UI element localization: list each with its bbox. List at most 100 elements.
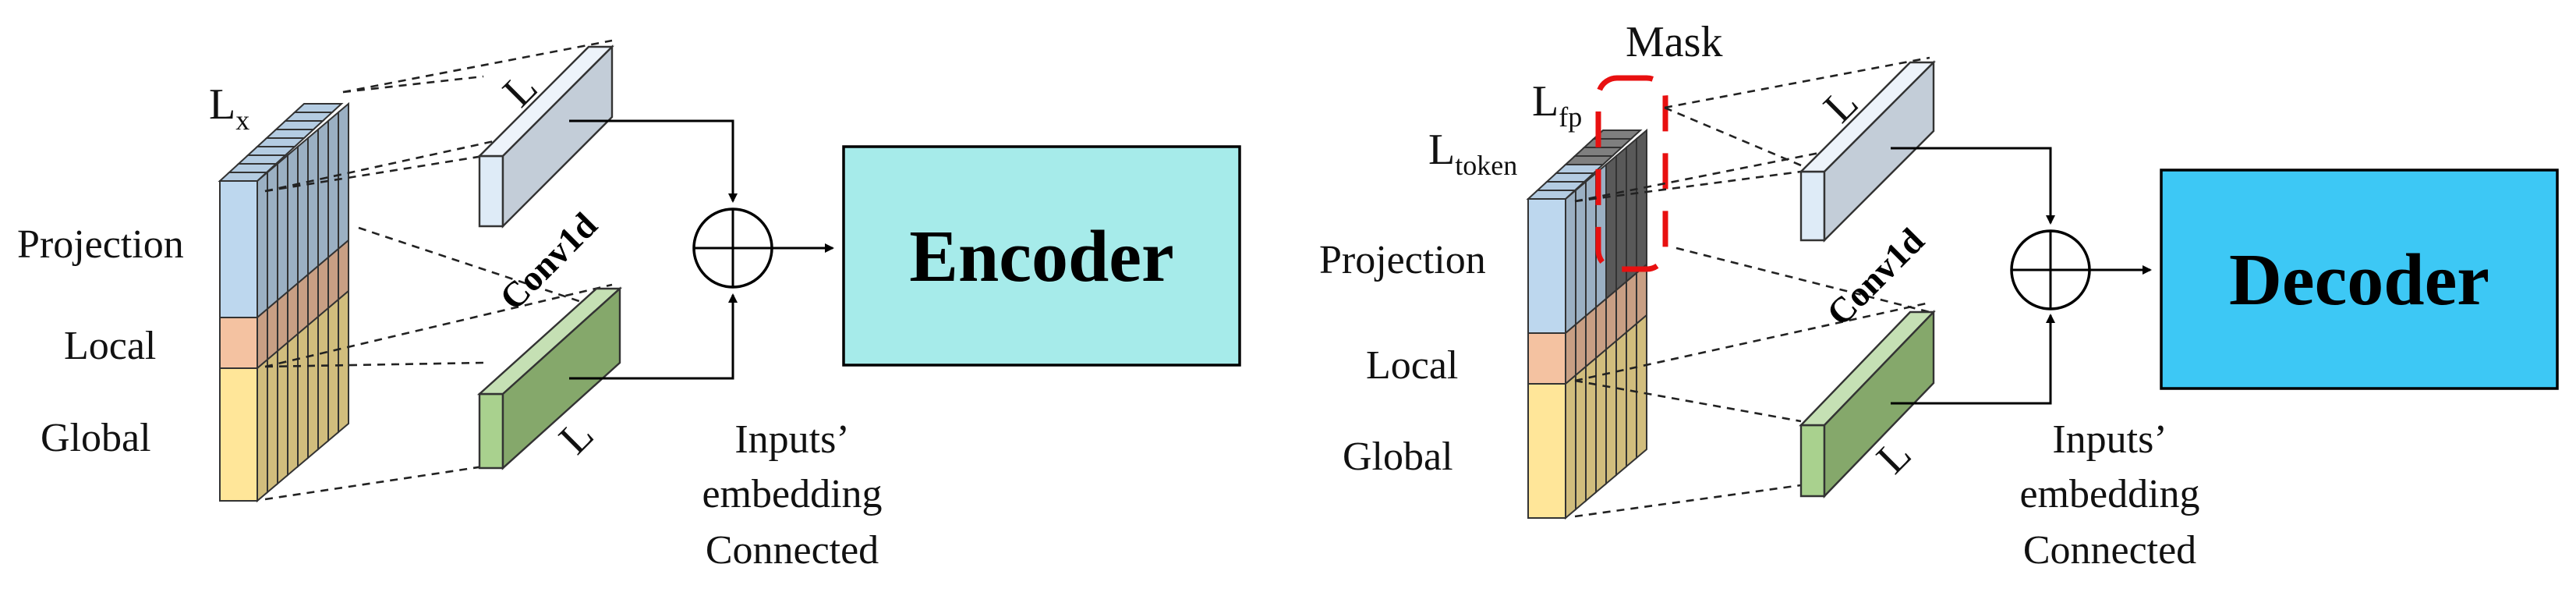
left-caption-line3: Connected [706,528,879,573]
left-caption-line2: embedding [702,472,882,516]
stack-slice-global [1565,373,1576,520]
stack-slice-local [1605,288,1617,352]
stack-slice-projection [327,110,339,260]
stack-slice-projection [338,101,349,251]
encoder-block [842,145,1241,367]
right-bottom-connector [1891,314,2055,405]
stack-slice-local [1565,322,1576,386]
left-kernel-top [477,44,614,229]
stack-front-global [1527,383,1566,519]
stack-slice-top [227,163,278,173]
left-row-label-projection: Projection [17,222,184,267]
stack-slice-global [257,357,268,503]
left-row-label-local: Local [64,324,156,368]
mask-label: Mask [1626,18,1722,66]
stack-slice-projection [1575,179,1587,327]
right-caption-line2: embedding [2019,472,2199,516]
stack-slice-top [255,137,306,147]
stack-slice-global [1636,313,1647,460]
stack-slice-projection [1565,188,1576,335]
mask-outline [1595,75,1668,272]
stack-slice-top [246,146,297,156]
stack-slice-local [277,289,288,353]
left-kernel-bottom [476,286,623,470]
right-row-label-global: Global [1343,435,1453,479]
stack-slice-local [307,264,319,328]
right-row-label-local: Local [1366,343,1458,388]
stack-slice-local [338,238,349,302]
right-caption-line1: Inputs’ [2052,417,2167,462]
stack-slice-top [1563,155,1615,165]
stack-slice-projection [1636,128,1647,275]
stack-slice-global [267,349,278,495]
token-dim-label: Ltoken [1428,126,1517,181]
left-add-icon [692,208,773,289]
stack-front-local [1527,332,1566,385]
stack-slice-global [297,323,309,469]
left-caption-line1: Inputs’ [734,417,849,462]
stack-slice-local [1595,296,1607,360]
stack-slice-local [267,298,278,362]
stack-slice-top [264,129,316,139]
stack-slice-global [287,332,299,477]
stack-slice-projection [277,153,288,303]
stack-slice-top [283,112,334,122]
stack-slice-projection [257,170,268,320]
left-embedding-stack [218,101,349,503]
decoder-block [2160,169,2559,390]
stack-front-global [219,367,258,502]
stack-slice-local [327,247,339,310]
stack-slice-local [1615,279,1627,343]
stack-slice-top [1582,138,1633,148]
stack-slice-projection [307,127,319,277]
stack-slice-local [1626,271,1637,335]
stack-slice-local [1636,262,1647,326]
stack-slice-local [1585,305,1597,369]
stack-slice-top [274,120,325,130]
stack-slice-local [257,307,268,371]
left-row-label-global: Global [41,416,151,460]
stack-slice-global [307,314,319,460]
stack-front-projection [1527,198,1566,334]
stack-slice-top [218,172,269,182]
stack-slice-local [1575,314,1587,378]
stack-slice-projection [267,161,278,311]
stack-slice-global [1575,364,1587,512]
right-embedding-stack [1526,128,1647,520]
right-caption-line3: Connected [2023,528,2196,573]
stack-slice-top [1526,190,1577,200]
right-kernel-top [1799,60,1936,243]
left-projection-lines [264,39,613,501]
left-panel: Lx Projection Local Global L L [17,39,1241,573]
right-row-label-projection: Projection [1319,238,1486,282]
stack-slice-local [297,272,309,336]
stack-slice-global [1585,356,1597,503]
stack-slice-projection [297,136,309,286]
stack-front-projection [219,180,258,318]
left-dim-label: Lx [209,80,249,136]
stack-slice-global [1605,339,1617,486]
stack-slice-global [1595,347,1607,495]
stack-slice-top [1535,181,1587,191]
fp-dim-label: Lfp [1532,77,1582,133]
stack-slice-global [327,297,339,443]
stack-slice-global [1615,330,1627,477]
right-top-connector [1891,147,2055,225]
stack-slice-global [1626,321,1637,469]
stack-slice-projection [1626,137,1637,284]
stack-slice-global [317,306,329,452]
stack-slice-projection [287,144,299,294]
stack-slice-local [287,281,299,345]
right-panel: Mask Lfp Ltoken Projection Local Global … [1319,18,2559,573]
right-kernel-bottom [1799,310,1936,498]
stack-slice-local [317,255,329,319]
stack-front-local [219,317,258,369]
left-top-connector [569,119,738,203]
decoder-label: Decoder [2229,239,2489,321]
stack-slice-projection [1605,154,1617,301]
stack-slice-global [338,289,349,435]
encoder-label: Encoder [909,216,1173,297]
stack-slice-top [292,103,344,113]
stack-slice-top [1573,147,1624,157]
